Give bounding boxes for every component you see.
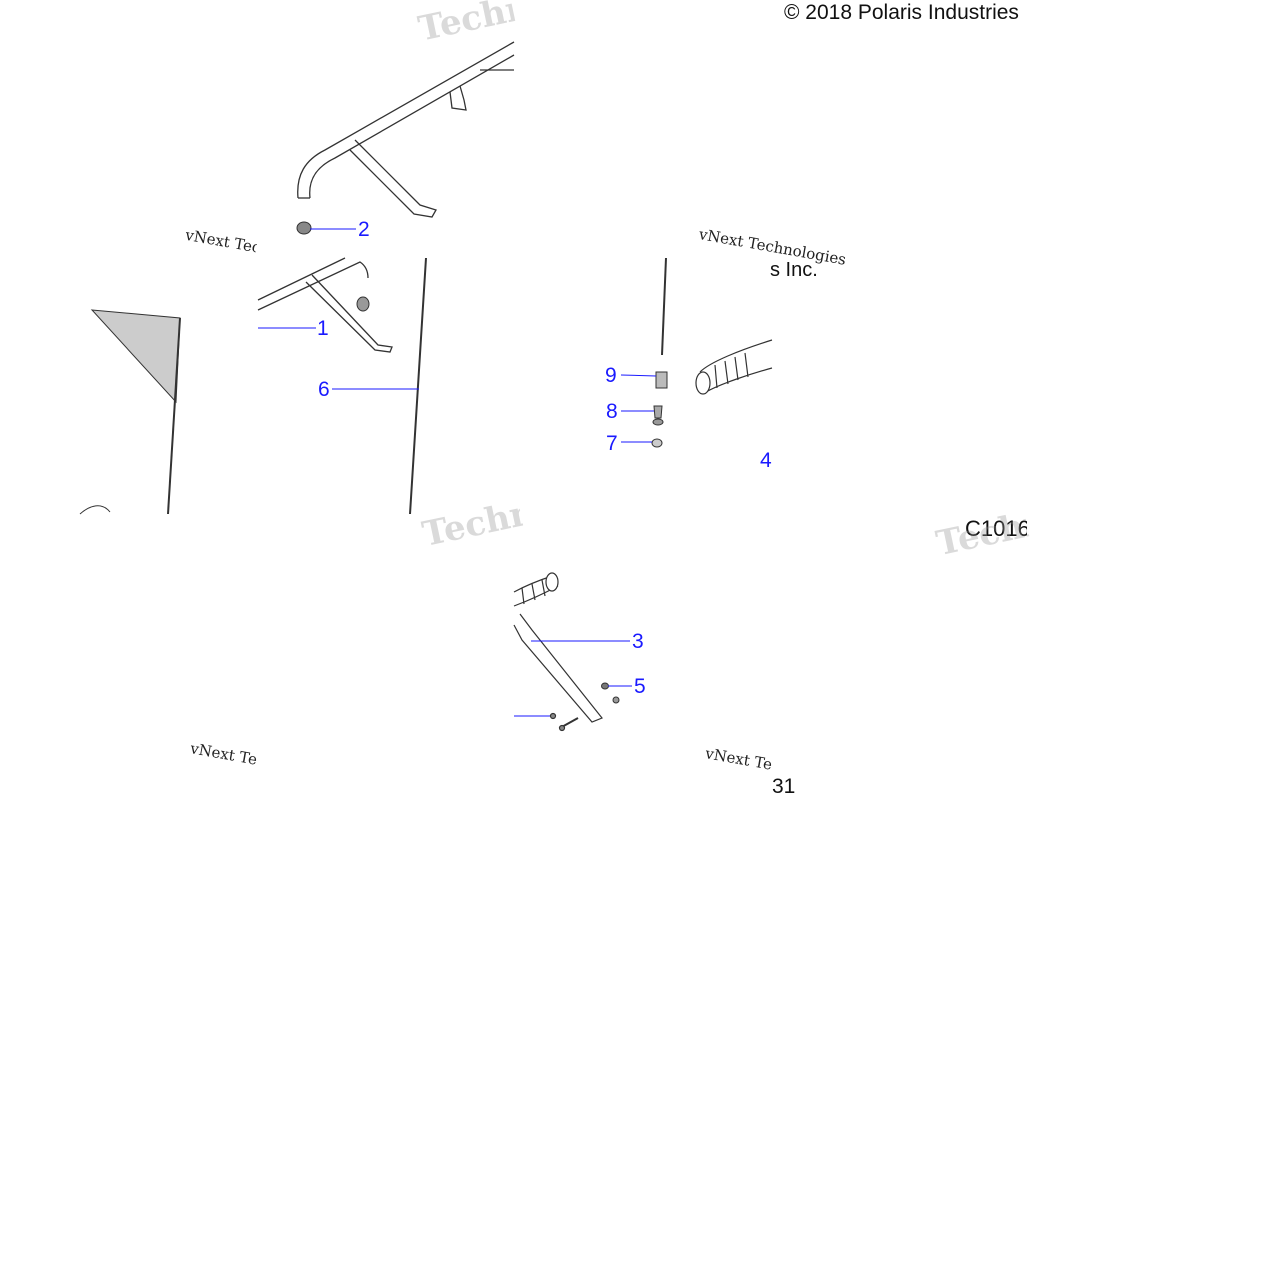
- handle-assembly-part: [513, 572, 630, 732]
- handle-part: [695, 339, 773, 395]
- callout-6: 6: [318, 378, 330, 401]
- copyright-fragment: s Inc.: [770, 259, 818, 281]
- callout-1: 1: [317, 317, 329, 340]
- callout-2: 2: [358, 218, 370, 241]
- callout-7: 7: [606, 432, 618, 455]
- flag-part: [79, 309, 181, 515]
- callout-5: 5: [634, 675, 646, 698]
- nut-part: [296, 221, 356, 235]
- diagram-code: C1016: [965, 518, 1027, 540]
- nut-part-2: [356, 296, 370, 312]
- rod-base-part: [620, 257, 668, 448]
- diagram-code-fragment: 31: [772, 775, 796, 798]
- callout-4: 4: [760, 449, 772, 472]
- rack-bar-section: [257, 257, 393, 353]
- callout-9: 9: [605, 364, 617, 387]
- callout-3: 3: [632, 630, 644, 653]
- copyright-text: © 2018 Polaris Industries: [784, 2, 1019, 23]
- callout-8: 8: [606, 400, 618, 423]
- flag-rod-part: [332, 257, 427, 515]
- hardware-5-part: [601, 682, 632, 704]
- rack-bar-part: [297, 41, 515, 218]
